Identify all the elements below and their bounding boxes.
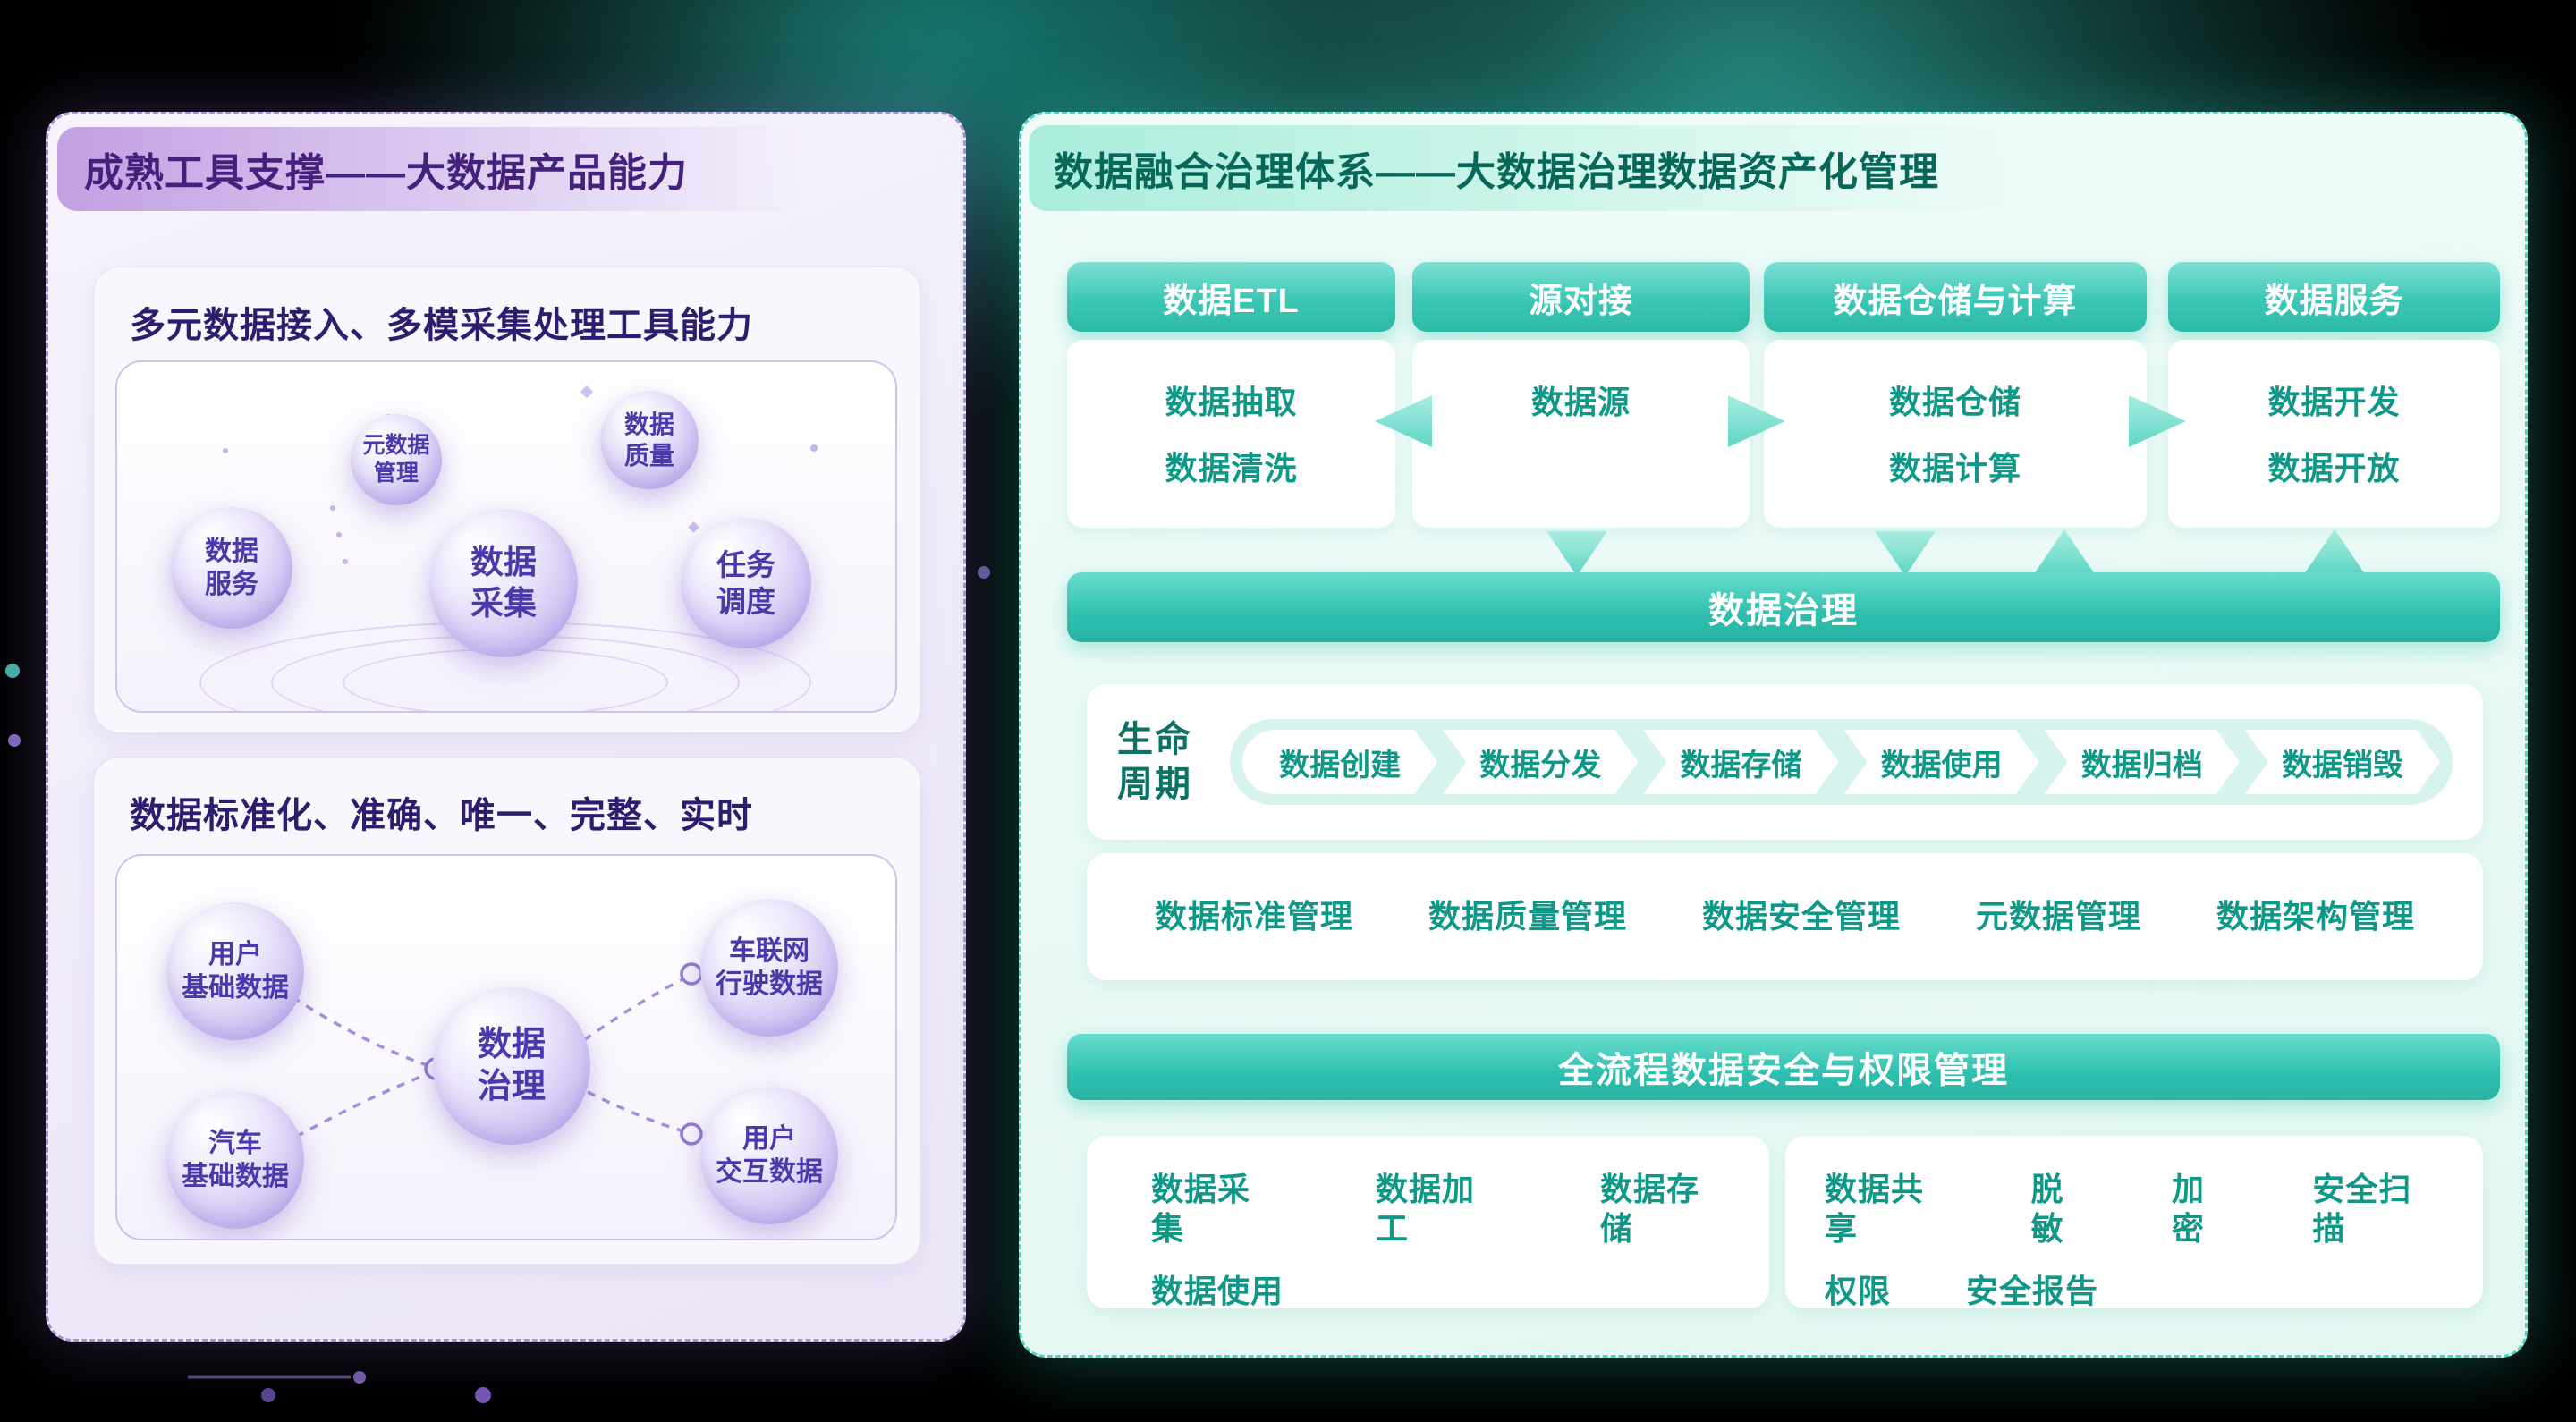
security-row: 数据采集 数据加工 数据存储	[1151, 1170, 1730, 1248]
bubble-data-quality: 数据 质量	[600, 391, 699, 489]
item-sec-collect: 数据采集	[1151, 1171, 1251, 1247]
item-metadata-management: 元数据管理	[1975, 898, 2141, 935]
column-header-source: 源对接	[1412, 262, 1750, 332]
column-card-source: 数据源	[1412, 340, 1750, 528]
section1-title: 多元数据接入、多模采集处理工具能力	[130, 306, 753, 345]
stage-data-create: 数据创建	[1242, 730, 1437, 794]
left-panel-title: 成熟工具支撑——大数据产品能力	[57, 127, 803, 211]
item-data-clean: 数据清洗	[1165, 450, 1298, 487]
security-bar: 全流程数据安全与权限管理	[1067, 1034, 2500, 1100]
bubble-vehicle-driving-data: 车联网 行驶数据	[700, 899, 838, 1037]
stage-data-archive: 数据归档	[2045, 730, 2240, 794]
security-card-process: 数据采集 数据加工 数据存储 数据使用	[1087, 1136, 1769, 1311]
item-sec-permission: 权限	[1825, 1273, 1892, 1309]
arrow-up-governance-to-service	[2304, 529, 2365, 574]
bubble-task-scheduling: 任务 调度	[681, 518, 811, 648]
item-sec-share: 数据共享	[1825, 1171, 1925, 1247]
arrow-down-warehouse-to-governance	[1875, 531, 1936, 576]
left-panel-tools: 成熟工具支撑——大数据产品能力 多元数据接入、多模采集处理工具能力 数据 服务 …	[46, 112, 966, 1342]
item-sec-mask: 脱敏	[2030, 1171, 2064, 1247]
security-row: 数据使用	[1151, 1272, 1730, 1311]
item-data-warehouse: 数据仓储	[1888, 384, 2021, 420]
item-data-compute: 数据计算	[1888, 450, 2021, 487]
section-data-standardization: 数据标准化、准确、唯一、完整、实时 用户 基础数据 车联网 行驶数据 汽车 基础…	[93, 757, 921, 1265]
section1-bubble-area: 数据 服务 元数据 管理 数据 采集 数据 质量 任务 调度	[115, 360, 897, 713]
column-card-service: 数据开发 数据开放	[2168, 340, 2500, 528]
deco-square	[688, 521, 699, 533]
item-quality-management: 数据质量管理	[1428, 898, 1627, 935]
column-header-warehouse: 数据仓储与计算	[1764, 262, 2147, 332]
stage-data-destroy: 数据销毁	[2245, 730, 2440, 794]
item-sec-report: 安全报告	[1966, 1273, 2099, 1309]
deco-square	[580, 385, 594, 399]
security-card-controls: 数据共享 脱敏 加密 安全扫描 权限 安全报告	[1785, 1136, 2483, 1311]
bubble-data-service: 数据 服务	[171, 507, 292, 629]
item-data-source: 数据源	[1530, 384, 1631, 420]
item-data-extract: 数据抽取	[1165, 384, 1298, 420]
item-sec-use: 数据使用	[1151, 1273, 1284, 1309]
bubble-user-base-data: 用户 基础数据	[166, 902, 304, 1040]
section2-title: 数据标准化、准确、唯一、完整、实时	[130, 796, 753, 835]
deco-dot	[810, 444, 818, 452]
deco-dot	[343, 559, 348, 564]
item-sec-store: 数据存储	[1600, 1171, 1700, 1247]
bubble-metadata-management: 元数据 管理	[351, 414, 442, 505]
bubble-car-base-data: 汽车 基础数据	[166, 1091, 304, 1229]
item-data-develop: 数据开发	[2267, 384, 2401, 420]
deco-dot	[336, 532, 342, 537]
item-standard-management: 数据标准管理	[1154, 898, 1353, 935]
bubble-user-interaction-data: 用户 交互数据	[700, 1087, 838, 1224]
right-panel-title: 数据融合治理体系——大数据治理数据资产化管理	[1029, 125, 2030, 211]
stage-data-store: 数据存储	[1643, 730, 1838, 794]
lifecycle-strip: 数据创建 数据分发 数据存储 数据使用 数据归档 数据销毁	[1230, 719, 2453, 805]
arrow-up-governance-to-warehouse	[2034, 529, 2095, 574]
stage-data-use: 数据使用	[1844, 730, 2039, 794]
governance-bar: 数据治理	[1067, 572, 2500, 642]
item-data-open: 数据开放	[2267, 450, 2401, 487]
deco-dot	[330, 505, 335, 511]
security-row: 权限 安全报告	[1825, 1272, 2444, 1311]
item-sec-process: 数据加工	[1376, 1171, 1476, 1247]
security-row: 数据共享 脱敏 加密 安全扫描	[1825, 1170, 2444, 1248]
section-collection-tools: 多元数据接入、多模采集处理工具能力 数据 服务 元数据 管理 数据 采集 数据 …	[93, 267, 921, 733]
deco-dot	[223, 448, 228, 453]
lifecycle-label: 生命 周期	[1117, 720, 1192, 804]
lifecycle-card: 生命 周期 数据创建 数据分发 数据存储 数据使用 数据归档 数据销毁	[1087, 684, 2483, 840]
item-sec-scan: 安全扫描	[2312, 1171, 2412, 1247]
bubble-data-collection: 数据 采集	[429, 509, 578, 657]
section2-bubble-area: 用户 基础数据 车联网 行驶数据 汽车 基础数据 用户 交互数据 数据 治理	[115, 854, 897, 1240]
column-header-etl: 数据ETL	[1067, 262, 1395, 332]
stage-data-distribute: 数据分发	[1443, 730, 1638, 794]
column-card-etl: 数据抽取 数据清洗	[1067, 340, 1395, 528]
column-header-service: 数据服务	[2168, 262, 2500, 332]
item-security-management: 数据安全管理	[1701, 898, 1901, 935]
right-panel-governance: 数据融合治理体系——大数据治理数据资产化管理 数据ETL 源对接 数据仓储与计算…	[1019, 112, 2528, 1358]
bubble-data-governance-center: 数据 治理	[433, 987, 590, 1145]
item-sec-encrypt: 加密	[2172, 1171, 2206, 1247]
item-architecture-management: 数据架构管理	[2216, 898, 2415, 935]
column-card-warehouse: 数据仓储 数据计算	[1764, 340, 2147, 528]
arrow-down-source-to-governance	[1546, 531, 1607, 576]
management-card: 数据标准管理 数据质量管理 数据安全管理 元数据管理 数据架构管理	[1087, 853, 2483, 980]
